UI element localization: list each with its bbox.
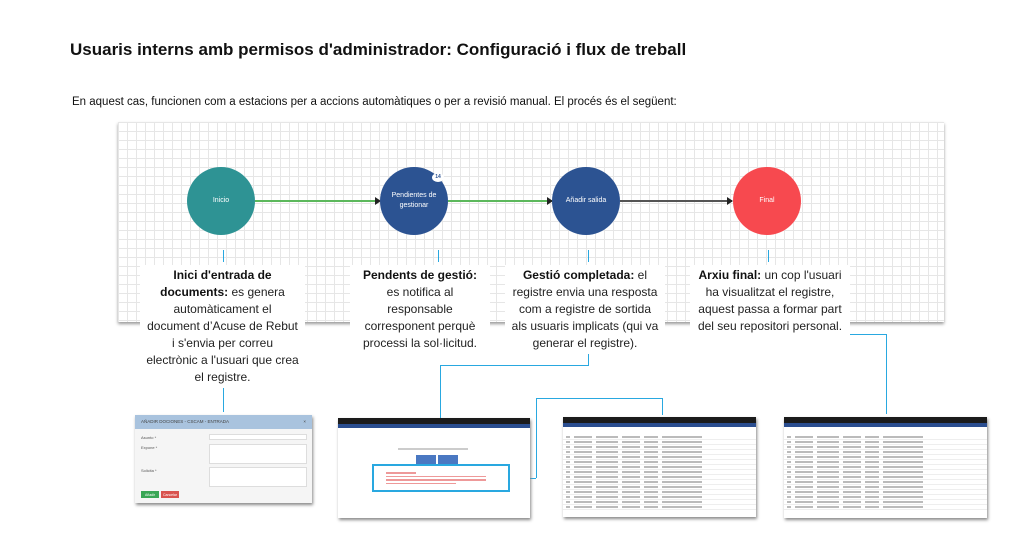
edge-pendientes-salida [448, 200, 552, 202]
node-label: Final [759, 197, 775, 205]
table-row[interactable] [784, 450, 987, 455]
table-row[interactable] [784, 495, 987, 500]
table-row[interactable] [784, 500, 987, 505]
cancel-button[interactable]: Cancelar [161, 491, 179, 498]
screenshot-list-2 [784, 417, 987, 518]
asunto-field[interactable] [209, 434, 307, 440]
table-row[interactable] [563, 505, 756, 510]
table-row[interactable] [563, 435, 756, 440]
node-label: Pendientes de gestionar [391, 192, 437, 209]
screenshot-list-1 [563, 417, 756, 517]
node-pendientes[interactable]: Pendientes de gestionar 14 [380, 167, 448, 235]
table-row[interactable] [784, 440, 987, 445]
edge-inicio-pendientes [255, 200, 379, 202]
table-row[interactable] [784, 480, 987, 485]
field-label: Expone * [141, 445, 158, 450]
table-row[interactable] [784, 485, 987, 490]
intro-text: En aquest cas, funcionen com a estacions… [72, 96, 677, 108]
edge-salida-final [620, 200, 732, 202]
step-inici: Inici d'entrada de documents: es genera … [140, 265, 305, 388]
step-gestio: Gestió completada: el registre envia una… [505, 265, 665, 354]
close-icon[interactable]: × [303, 419, 306, 424]
table-row[interactable] [563, 445, 756, 450]
node-final[interactable]: Final [733, 167, 801, 235]
modal-title: AÑADIR DOCIONES - CSCAM - ENTRADA [141, 419, 230, 424]
table-row[interactable] [563, 475, 756, 480]
step-arxiu: Arxiu final: un cop l'usuari ha visualit… [690, 265, 850, 337]
table-row[interactable] [784, 460, 987, 465]
table-row[interactable] [784, 475, 987, 480]
table-row[interactable] [784, 455, 987, 460]
table-row[interactable] [563, 460, 756, 465]
arrow-icon [375, 197, 381, 205]
table-row[interactable] [784, 470, 987, 475]
table-row[interactable] [563, 485, 756, 490]
table-row[interactable] [563, 490, 756, 495]
field-label: Asunto * [141, 435, 157, 440]
expone-field[interactable] [209, 444, 307, 464]
table-row[interactable] [563, 500, 756, 505]
connector [223, 372, 224, 412]
node-inicio[interactable]: Inicio [187, 167, 255, 235]
field-label: Solicita * [141, 468, 157, 473]
step-pendents: Pendents de gestió: es notifica al respo… [350, 265, 490, 354]
table-row[interactable] [563, 465, 756, 470]
table-row[interactable] [563, 480, 756, 485]
solicita-field[interactable] [209, 467, 307, 487]
page-title: Usuaris interns amb permisos d'administr… [70, 40, 687, 59]
table-row[interactable] [784, 505, 987, 510]
workflow-canvas: Inicio Pendientes de gestionar 14 Añadir … [118, 122, 944, 322]
node-label: Añadir salida [565, 197, 607, 205]
table-row[interactable] [563, 455, 756, 460]
highlight-box [372, 464, 510, 492]
table-row[interactable] [784, 445, 987, 450]
screenshot-confirmation [338, 418, 530, 518]
table-row[interactable] [784, 435, 987, 440]
table-row[interactable] [784, 490, 987, 495]
screenshot-modal: AÑADIR DOCIONES - CSCAM - ENTRADA × Asunt… [135, 415, 312, 503]
add-button[interactable]: Añadir [141, 491, 159, 498]
table-row[interactable] [563, 440, 756, 445]
table-row[interactable] [784, 465, 987, 470]
table-row[interactable] [563, 495, 756, 500]
count-badge: 14 [432, 173, 444, 182]
table-row[interactable] [563, 470, 756, 475]
table-row[interactable] [563, 450, 756, 455]
arrow-icon [547, 197, 553, 205]
node-label: Inicio [212, 197, 230, 205]
arrow-icon [727, 197, 733, 205]
node-anadir-salida[interactable]: Añadir salida [552, 167, 620, 235]
